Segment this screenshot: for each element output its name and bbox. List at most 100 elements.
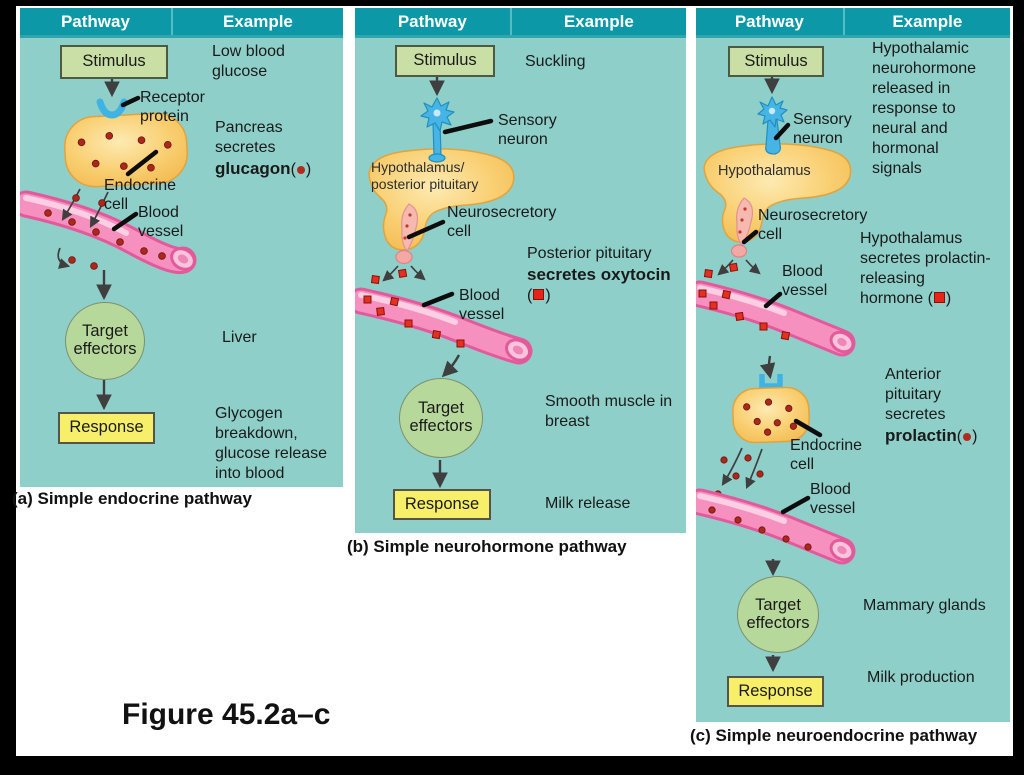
- example-response: Milk release: [545, 495, 631, 512]
- leader-vessel-1: [763, 291, 783, 309]
- receptor-protein-icon: [759, 374, 783, 389]
- sensory-neuron-label: Sensory neuron: [498, 112, 557, 148]
- response-box: Response: [393, 489, 491, 520]
- header-pathway: Pathway: [60, 12, 130, 31]
- hormone-secretion-icon: [44, 188, 166, 270]
- example-target: Smooth muscle in breast: [545, 393, 673, 430]
- header-pathway: Pathway: [734, 12, 804, 31]
- target-effectors-label: Target effectors: [409, 399, 473, 435]
- leader-sensory: [773, 122, 791, 141]
- hormone-secretion-upper-icon: [698, 259, 791, 341]
- secretion-text: Anterior pituitary secretes: [885, 366, 946, 423]
- panel-c-header: Pathway Example: [696, 8, 1010, 38]
- leader-neurosecretory: [406, 219, 446, 240]
- example-secretion-1: Hypothalamus secretes prolactin-releasin…: [860, 230, 991, 307]
- header-example: Example: [509, 8, 686, 35]
- leader-vessel: [421, 291, 455, 308]
- hormone-dot-icon: [963, 433, 972, 441]
- target-effectors-circle: Target effectors: [65, 302, 145, 380]
- neurosecretory-cell-icon: [730, 197, 754, 258]
- secretion-text: Hypothalamus secretes prolactin-releasin…: [860, 230, 991, 307]
- response-label: Response: [404, 494, 480, 513]
- caption-a: (a) Simple endocrine pathway: [12, 489, 252, 508]
- receptor-protein-label: Receptor protein: [140, 89, 205, 125]
- endocrine-cell-label: Endocrine cell: [104, 177, 177, 213]
- example-stimulus: Low blood glucose: [212, 43, 285, 80]
- arrow-vessel-to-endocrine: [759, 355, 776, 380]
- endocrine-cell-icon: [732, 386, 810, 444]
- secretion-text: Pancreas secretes: [215, 119, 283, 156]
- target-effectors-circle: Target effectors: [737, 576, 819, 653]
- leader-sensory: [442, 118, 494, 135]
- hypothalamus-label: Hypothalamus: [718, 163, 811, 179]
- stimulus-box: Stimulus: [728, 46, 824, 77]
- response-label: Response: [69, 418, 144, 437]
- blood-vessel-upper-icon: [696, 280, 856, 357]
- hormone-secretion-lower-icon: [714, 447, 764, 498]
- panel-a: Pathway Example: [20, 8, 343, 487]
- stimulus-label: Stimulus: [744, 51, 808, 70]
- sensory-neuron-icon: [757, 96, 788, 155]
- panel-b-artwork: [355, 74, 533, 489]
- example-stimulus: Hypothalamic neurohormone released in re…: [872, 40, 977, 177]
- panel-b: Pathway Example: [355, 8, 686, 533]
- endocrine-cell-icon: [64, 112, 188, 188]
- neurosecretory-cell-label: Neurosecretory cell: [758, 207, 868, 243]
- example-target: Mammary glands: [863, 597, 986, 614]
- panel-c: Pathway Example: [696, 8, 1010, 722]
- header-example: Example: [170, 8, 343, 35]
- stimulus-box: Stimulus: [395, 45, 495, 77]
- leader-receptor: [120, 95, 141, 108]
- leader-endocrine: [125, 149, 159, 177]
- arrow-vessel-to-target: [441, 354, 461, 378]
- hormone-square-icon: [533, 289, 545, 300]
- secretion-hormone: secretes oxytocin: [527, 265, 671, 284]
- secretion-hormone: prolactin: [885, 426, 957, 445]
- response-box: Response: [727, 676, 824, 707]
- response-box: Response: [58, 412, 155, 444]
- stimulus-label: Stimulus: [413, 51, 477, 70]
- hormone-square-icon: [933, 292, 945, 303]
- leader-vessel-2: [780, 495, 811, 515]
- caption-b: (b) Simple neurohormone pathway: [347, 537, 627, 556]
- neurosecretory-cell-label: Neurosecretory cell: [447, 204, 557, 240]
- stimulus-label: Stimulus: [82, 52, 146, 71]
- example-stimulus: Suckling: [525, 53, 586, 70]
- sensory-neuron-icon: [420, 97, 455, 163]
- caption-c: (c) Simple neuroendocrine pathway: [690, 726, 978, 745]
- blood-vessel-2-label: Blood vessel: [810, 481, 856, 517]
- target-effectors-label: Target effectors: [746, 595, 810, 632]
- panel-b-header: Pathway Example: [355, 8, 686, 38]
- header-pathway: Pathway: [397, 12, 467, 31]
- example-response: Milk production: [867, 669, 975, 686]
- hormone-secretion-icon: [363, 265, 465, 348]
- response-label: Response: [738, 681, 813, 700]
- secretion-text: Posterior pituitary: [527, 245, 652, 262]
- leader-endocrine: [793, 418, 823, 438]
- leader-neurosecretory: [741, 229, 759, 245]
- panel-c-artwork: [696, 74, 856, 673]
- stimulus-box: Stimulus: [60, 45, 168, 79]
- example-secretion: Pancreas secretes glucagon(): [215, 119, 312, 178]
- panel-a-header: Pathway Example: [20, 8, 343, 38]
- target-effectors-circle: Target effectors: [399, 378, 483, 458]
- panel-a-artwork: [20, 75, 197, 411]
- hypothalamus-label: Hypothalamus/ posterior pituitary: [371, 159, 479, 192]
- figure-label: Figure 45.2a–c: [122, 698, 331, 731]
- target-effectors-label: Target effectors: [73, 322, 137, 358]
- blood-vessel-label: Blood vessel: [459, 287, 505, 323]
- header-example: Example: [842, 8, 1010, 35]
- secretion-hormone: glucagon: [215, 159, 291, 178]
- blood-vessel-lower-icon: [696, 488, 856, 565]
- blood-vessel-label: Blood vessel: [138, 204, 184, 240]
- neurosecretory-cell-icon: [395, 203, 419, 265]
- sensory-neuron-label: Sensory neuron: [793, 111, 852, 147]
- example-secretion: Posterior pituitary secretes oxytocin (): [527, 245, 671, 304]
- endocrine-cell-label: Endocrine cell: [790, 437, 863, 473]
- example-response: Glycogen breakdown, glucose release into…: [215, 405, 328, 482]
- example-target: Liver: [222, 329, 257, 346]
- leader-vessel: [111, 211, 139, 232]
- hormone-dot-icon: [296, 166, 305, 174]
- receptor-protein-icon: [96, 98, 128, 119]
